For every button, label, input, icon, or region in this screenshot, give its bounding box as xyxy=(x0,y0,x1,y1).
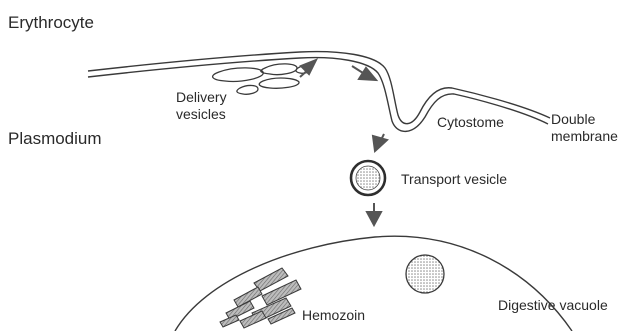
hemozoin-crystals xyxy=(220,268,301,328)
delivery-vesicle xyxy=(213,68,264,82)
arrowhead-icon xyxy=(367,212,381,225)
transport-vesicle xyxy=(351,161,385,195)
arrows xyxy=(300,60,387,225)
label-double-membrane-line2: membrane xyxy=(551,128,618,144)
arrow-line xyxy=(352,66,363,73)
label-plasmodium: Plasmodium xyxy=(8,129,102,149)
outer-membrane-line xyxy=(88,52,550,124)
label-erythrocyte: Erythrocyte xyxy=(8,13,94,33)
delivery-vesicle xyxy=(237,85,258,94)
label-transport-vesicle: Transport vesicle xyxy=(401,171,507,187)
delivery-vesicle xyxy=(261,64,297,75)
label-cytostome: Cytostome xyxy=(437,114,504,130)
label-delivery-vesicles-line2: vesicles xyxy=(176,106,226,122)
arrowhead-icon xyxy=(301,60,316,74)
delivery-vesicle xyxy=(259,78,299,88)
arrowhead-icon xyxy=(373,136,387,151)
vacuole-inner-vesicle xyxy=(406,255,444,293)
label-hemozoin: Hemozoin xyxy=(302,307,365,323)
label-double-membrane-line1: Double xyxy=(551,111,595,127)
delivery-vesicles xyxy=(213,64,311,94)
label-digestive-vacuole: Digestive vacuole xyxy=(498,297,608,313)
label-delivery-vesicles-line1: Delivery xyxy=(176,89,227,105)
